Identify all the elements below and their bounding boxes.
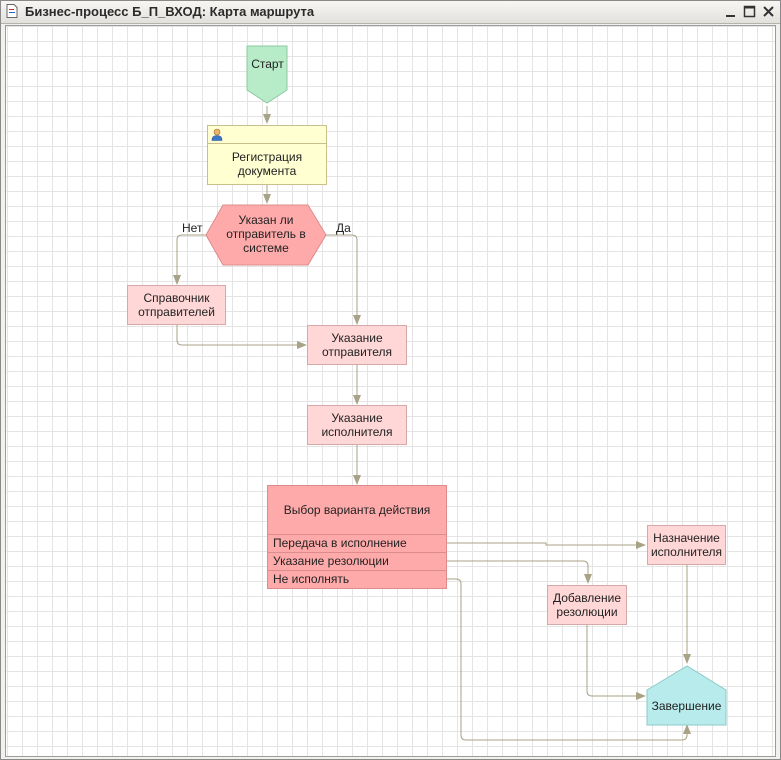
- minimize-button[interactable]: [723, 4, 739, 20]
- window-title: Бизнес-процесс Б_П_ВХОД: Карта маршрута: [25, 4, 315, 19]
- title-bar: Бизнес-процесс Б_П_ВХОД: Карта маршрута: [1, 1, 780, 24]
- finish-node-shape[interactable]: [646, 665, 727, 726]
- start-node-shape[interactable]: [246, 45, 288, 104]
- add-resolution-node[interactable]: Добавление резолюции: [547, 585, 627, 625]
- choice-option-resolution[interactable]: Указание резолюции: [268, 553, 446, 571]
- connectors-layer: [173, 45, 727, 741]
- finish-node[interactable]: Завершение: [647, 694, 726, 718]
- sender-directory-node[interactable]: Справочник отправителей: [127, 285, 226, 325]
- document-icon: [6, 4, 18, 18]
- connector-option1-assign[interactable]: [446, 541, 646, 549]
- user-icon: [211, 128, 223, 141]
- maximize-button[interactable]: [742, 4, 758, 20]
- choice-option-transfer[interactable]: Передача в исполнение: [268, 535, 446, 553]
- branch-yes-label: Да: [336, 221, 351, 235]
- specify-sender-node[interactable]: Указание отправителя: [307, 325, 407, 365]
- branch-no-label: Нет: [182, 221, 203, 235]
- specify-executor-label: Указание исполнителя: [321, 411, 393, 439]
- start-label: Старт: [251, 56, 284, 71]
- route-map-canvas[interactable]: Старт Регистрация документа Указан ли от…: [5, 25, 776, 757]
- sender-directory-label: Справочник отправителей: [138, 291, 215, 319]
- start-node[interactable]: Старт: [247, 51, 288, 76]
- add-resolution-label: Добавление резолюции: [553, 591, 621, 619]
- condition-node[interactable]: Указан ли отправитель в системе: [216, 212, 316, 256]
- condition-node-shape[interactable]: [205, 204, 327, 266]
- registration-header: [208, 126, 326, 144]
- connector-condition-no[interactable]: [173, 234, 207, 285]
- connector-directory-sender[interactable]: [176, 325, 307, 349]
- specify-executor-node[interactable]: Указание исполнителя: [307, 405, 407, 445]
- registration-node[interactable]: Регистрация документа: [207, 125, 327, 185]
- condition-label: Указан ли отправитель в системе: [226, 213, 306, 255]
- finish-label: Завершение: [651, 699, 722, 713]
- registration-body: Регистрация документа: [232, 144, 302, 184]
- connector-resolution-finish[interactable]: [586, 625, 646, 700]
- connector-option3-finish[interactable]: [446, 578, 691, 741]
- minimize-icon: [726, 15, 735, 17]
- choice-node[interactable]: Выбор варианта действия Передача в испол…: [267, 485, 447, 589]
- specify-sender-label: Указание отправителя: [322, 331, 392, 359]
- connector-option2-resolution[interactable]: [446, 560, 592, 584]
- close-icon: [763, 6, 774, 17]
- choice-title: Выбор варианта действия: [268, 486, 446, 535]
- close-button[interactable]: [761, 4, 777, 20]
- assign-executor-label: Назначение исполнителя: [650, 531, 723, 559]
- choice-option-not-execute[interactable]: Не исполнять: [273, 572, 350, 586]
- registration-label: Регистрация документа: [231, 150, 303, 178]
- connector-condition-yes[interactable]: [319, 234, 361, 325]
- assign-executor-node[interactable]: Назначение исполнителя: [647, 525, 726, 565]
- maximize-icon: [743, 5, 756, 18]
